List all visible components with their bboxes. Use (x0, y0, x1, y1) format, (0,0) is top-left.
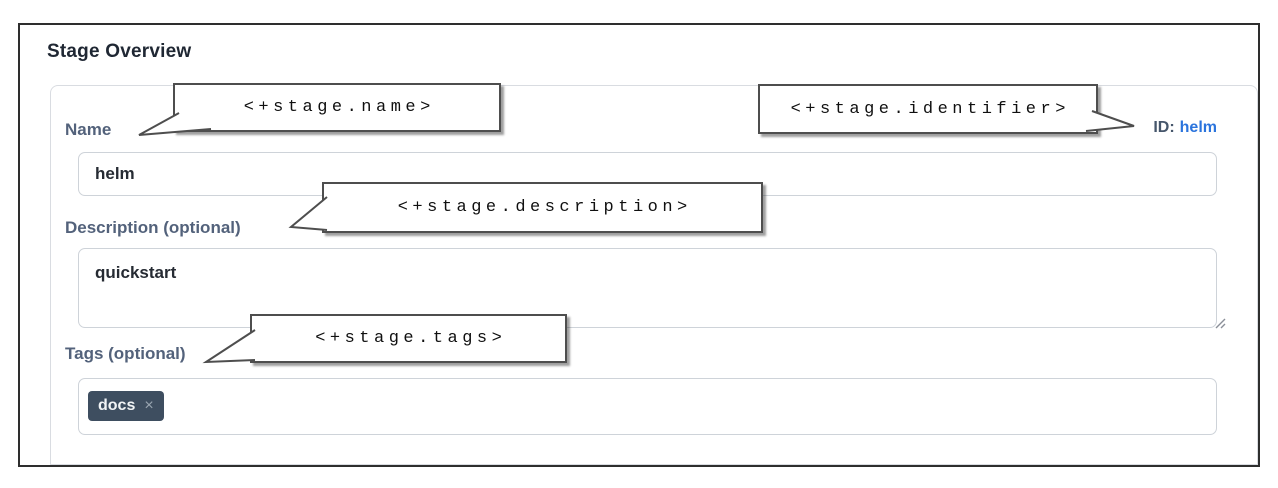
tags-input[interactable]: docs × (78, 378, 1217, 435)
annotation-callout-identifier: <+stage.identifier> (758, 84, 1098, 134)
annotation-callout-tags: <+stage.tags> (250, 314, 567, 363)
annotation-expression: <+stage.identifier> (790, 99, 1070, 119)
name-field-label: Name (65, 120, 112, 139)
description-textarea[interactable]: quickstart (78, 248, 1217, 328)
annotation-expression: <+stage.tags> (315, 329, 507, 348)
stage-overview-card: Name ID:helm Description (optional) quic… (50, 85, 1258, 465)
remove-tag-icon[interactable]: × (144, 397, 154, 414)
annotation-expression: <+stage.name> (243, 98, 435, 117)
stage-overview-frame: Stage Overview Name ID:helm Description … (18, 23, 1260, 467)
annotation-expression: <+stage.description> (397, 198, 692, 217)
description-field-label: Description (optional) (65, 218, 241, 237)
stage-id-value: helm (1179, 119, 1217, 136)
name-input[interactable] (78, 152, 1217, 196)
annotation-callout-name: <+stage.name> (173, 83, 501, 132)
stage-id-label: ID: (1153, 119, 1175, 136)
tags-field-label: Tags (optional) (65, 344, 186, 363)
tag-chip: docs × (88, 391, 164, 421)
textarea-resize-handle-icon[interactable] (1213, 316, 1227, 330)
page-title: Stage Overview (47, 41, 192, 62)
stage-id-row: ID:helm (1153, 119, 1217, 137)
annotation-callout-description: <+stage.description> (322, 182, 763, 233)
tag-chip-label: docs (98, 397, 136, 414)
